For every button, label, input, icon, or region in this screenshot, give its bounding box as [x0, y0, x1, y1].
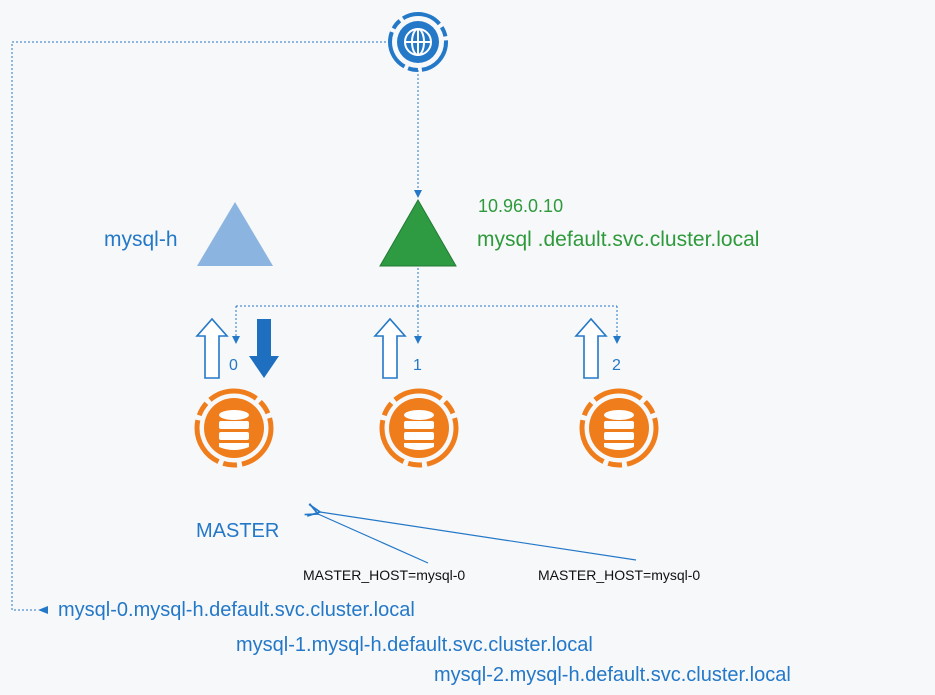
headless-service-triangle: [197, 202, 273, 266]
replica2-config-label: MASTER_HOST=mysql-0: [538, 567, 701, 583]
connector-lines: [11, 41, 621, 611]
replica1-config-label: MASTER_HOST=mysql-0: [303, 567, 466, 583]
service-dns-label: mysql .default.svc.cluster.local: [477, 228, 760, 251]
replica2-arrow: [306, 503, 637, 561]
write-arrow-pod0: [249, 319, 279, 378]
globe-icon: [388, 12, 448, 72]
dns-link-line: [11, 41, 390, 611]
read-arrow-pod2: [574, 317, 608, 379]
pod0-dns-label: mysql-0.mysql-h.default.svc.cluster.loca…: [58, 599, 415, 621]
pod2-dns-label: mysql-2.mysql-h.default.svc.cluster.loca…: [434, 664, 791, 686]
read-arrows: [195, 317, 608, 379]
database-icon: [579, 388, 659, 468]
dns-arrow-head: [38, 606, 48, 614]
master-label: MASTER: [196, 520, 280, 542]
service-ip-label: 10.96.0.10: [478, 196, 564, 216]
replication-arrows: [304, 503, 637, 564]
headless-service-label: mysql-h: [104, 228, 178, 251]
database-icon: [379, 388, 459, 468]
pod1-dns-label: mysql-1.mysql-h.default.svc.cluster.loca…: [236, 634, 593, 656]
service-triangle: [379, 198, 457, 267]
replica1-arrow: [304, 503, 429, 564]
read-arrow-pod0: [195, 317, 229, 379]
pod-index-2: 2: [612, 357, 621, 374]
read-arrow-pod1: [373, 317, 407, 379]
pod-index-0: 0: [229, 357, 238, 374]
pod-index-1: 1: [413, 357, 422, 374]
database-icon: [194, 388, 274, 468]
